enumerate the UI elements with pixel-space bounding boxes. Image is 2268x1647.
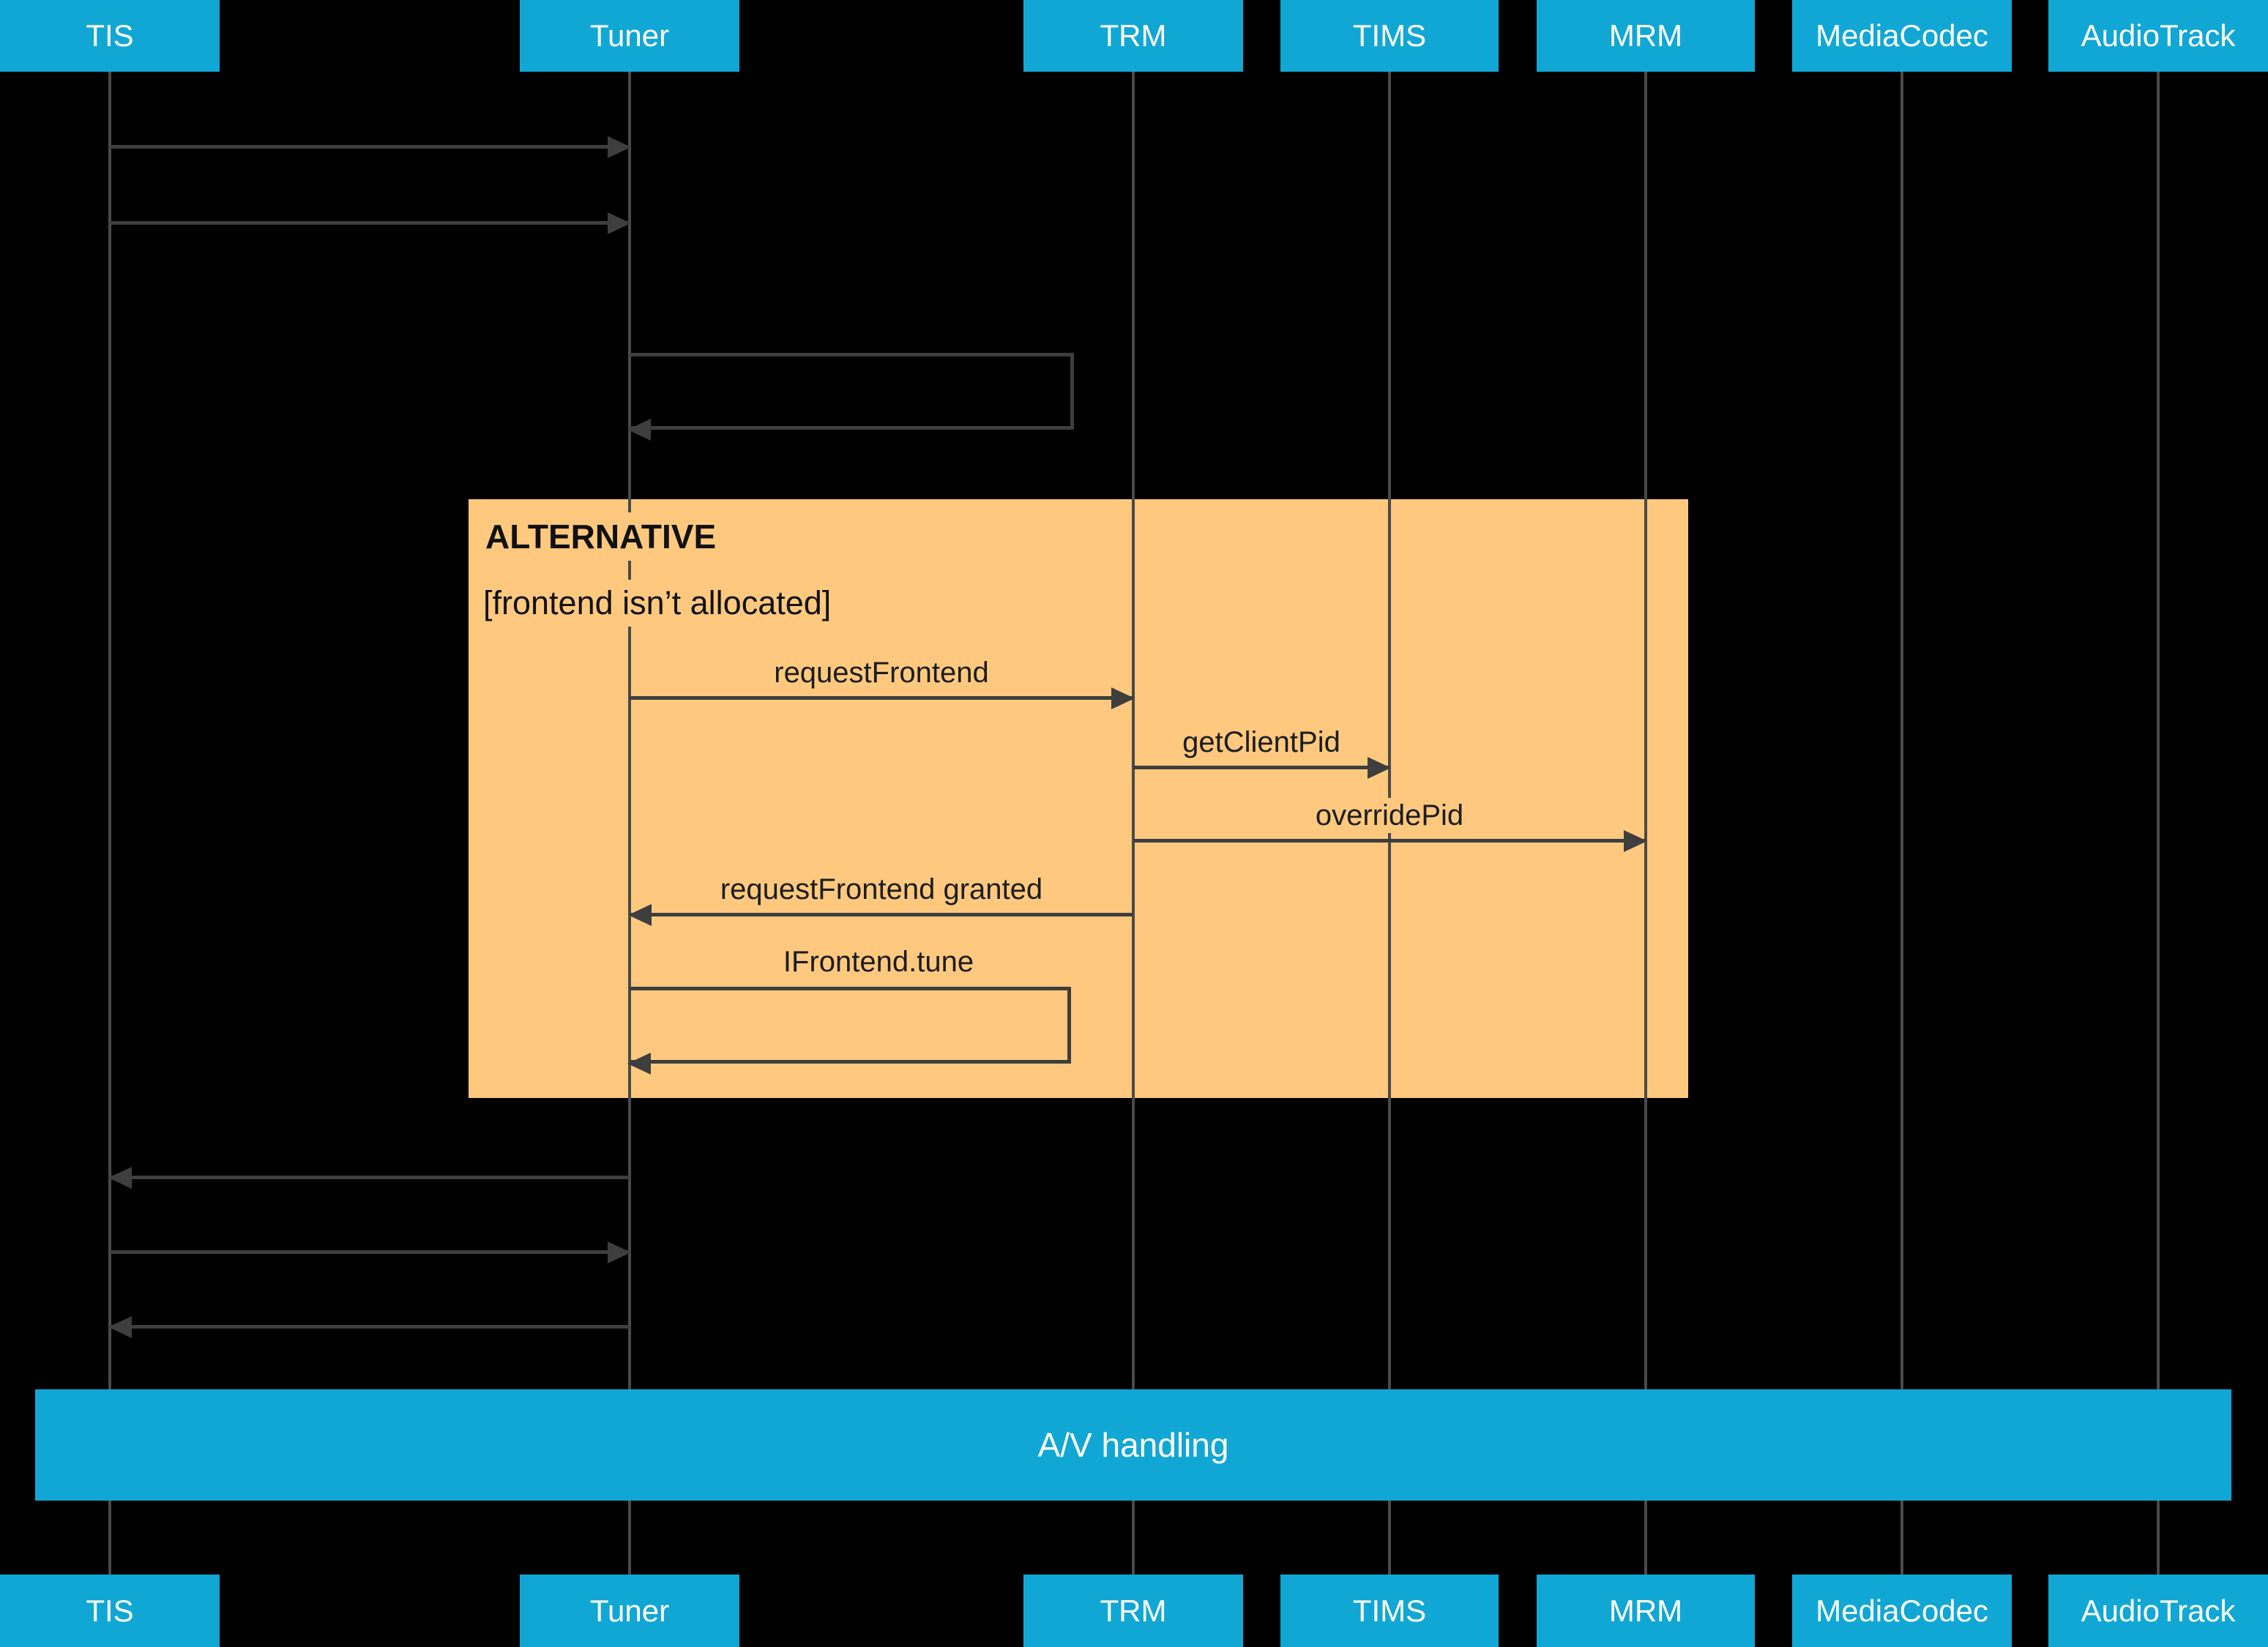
participant-top-mediacodec: MediaCodec bbox=[1792, 0, 2012, 72]
message-label-request-frontend: requestFrontend bbox=[768, 655, 995, 690]
av-handling-band: A/V handling bbox=[35, 1389, 2231, 1501]
arrowhead-left-icon bbox=[628, 903, 652, 926]
message-arrow-request-frontend bbox=[630, 687, 1135, 709]
participant-bottom-trm: TRM bbox=[1023, 1575, 1243, 1647]
arrowhead-left-icon bbox=[108, 1315, 132, 1338]
arrowhead-left-icon bbox=[108, 1166, 132, 1189]
participant-bottom-tuner: Tuner bbox=[520, 1575, 739, 1647]
participant-bottom-mrm: MRM bbox=[1537, 1575, 1755, 1647]
message-arrow-tis-to-tuner-1 bbox=[110, 135, 631, 158]
arrowhead-right-icon bbox=[1111, 687, 1135, 709]
arrowhead-right-icon bbox=[1624, 829, 1647, 852]
arrowhead-right-icon bbox=[608, 1241, 631, 1263]
message-arrow-tuner-to-tis-1 bbox=[108, 1166, 630, 1189]
lifeline-audiotrack bbox=[2157, 72, 2160, 1575]
message-arrow-tuner-to-tis-2 bbox=[108, 1315, 630, 1338]
lifeline-tis bbox=[108, 72, 111, 1575]
message-arrow-tis-to-tuner-3 bbox=[110, 1241, 631, 1263]
lifeline-mrm bbox=[1644, 72, 1647, 1575]
participant-top-tuner: Tuner bbox=[520, 0, 739, 72]
message-arrow-get-client-pid bbox=[1133, 756, 1391, 779]
lifeline-trm bbox=[1132, 72, 1135, 1575]
message-label-request-frontend-granted: requestFrontend granted bbox=[714, 872, 1049, 907]
alt-operator-label: ALTERNATIVE bbox=[485, 512, 724, 561]
alt-guard-label: [frontend isn’t allocated] bbox=[483, 580, 839, 627]
message-label-get-client-pid: getClientPid bbox=[1176, 725, 1346, 760]
arrowhead-right-icon bbox=[608, 135, 631, 158]
participant-bottom-tims: TIMS bbox=[1280, 1575, 1499, 1647]
av-handling-label: A/V handling bbox=[1037, 1426, 1229, 1464]
message-label-ifrontend-tune: IFrontend.tune bbox=[777, 944, 980, 979]
message-arrow-tis-to-tuner-2 bbox=[110, 212, 631, 234]
arrowhead-left-icon bbox=[627, 419, 651, 441]
message-arrow-request-frontend-granted bbox=[628, 903, 1133, 926]
participant-top-mrm: MRM bbox=[1537, 0, 1755, 72]
message-arrow-override-pid bbox=[1133, 829, 1647, 852]
participant-bottom-mediacodec: MediaCodec bbox=[1792, 1575, 2012, 1647]
participant-top-audiotrack: AudioTrack bbox=[2048, 0, 2268, 72]
message-label-override-pid: overridePid bbox=[1309, 798, 1470, 833]
arrowhead-right-icon bbox=[1368, 756, 1391, 779]
arrowhead-left-icon bbox=[627, 1053, 651, 1075]
self-message-tuner-1 bbox=[627, 353, 1074, 441]
participant-bottom-tis: TIS bbox=[0, 1575, 220, 1647]
arrowhead-right-icon bbox=[608, 212, 631, 234]
participant-top-tis: TIS bbox=[0, 0, 220, 72]
self-message-tuner-ifrontend-tune bbox=[627, 987, 1071, 1075]
participant-top-tims: TIMS bbox=[1280, 0, 1499, 72]
lifeline-tuner bbox=[628, 72, 631, 1575]
participant-top-trm: TRM bbox=[1023, 0, 1243, 72]
lifeline-mediacodec bbox=[1900, 72, 1903, 1575]
participant-bottom-audiotrack: AudioTrack bbox=[2048, 1575, 2268, 1647]
